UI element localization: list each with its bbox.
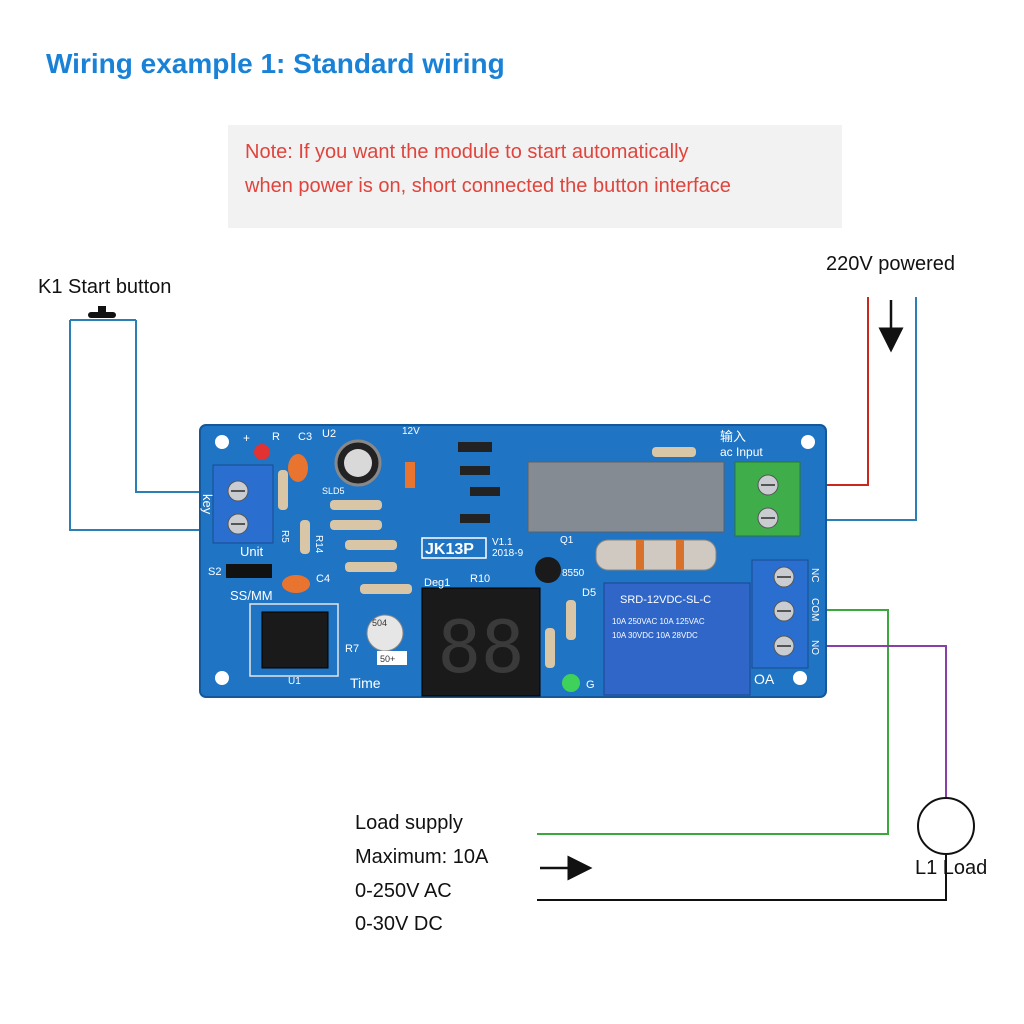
led-green (562, 674, 580, 692)
push-button-icon (88, 312, 116, 318)
capacitor-c4 (282, 575, 310, 593)
relay: SRD-12VDC-SL-C 10A 250VAC 10A 125VAC 10A… (603, 582, 751, 696)
silk-r7: R7 (345, 643, 359, 655)
transistor-q1 (535, 557, 561, 583)
k1-start-button-label: K1 Start button (38, 276, 172, 298)
silk-u1: U1 (288, 676, 301, 687)
key-terminal (212, 464, 274, 544)
silk-s2: S2 (208, 566, 221, 578)
mount-hole (215, 671, 229, 685)
resistor-array (278, 447, 696, 668)
load-label: L1 Load (915, 857, 988, 879)
silk-unit: Unit (240, 544, 264, 559)
note-box: Note: If you want the module to start au… (228, 125, 842, 228)
silk-12v: 12V (402, 426, 420, 437)
relay-spec-2: 10A 30VDC 10A 28VDC (612, 631, 698, 640)
ac-range-label: 0-250V AC (355, 880, 452, 902)
power-module (527, 461, 725, 533)
board-version: V1.1 (492, 537, 513, 548)
led-red (254, 444, 270, 460)
display-digits: 88 (438, 605, 525, 689)
mount-hole (801, 435, 815, 449)
mode-jumper (226, 564, 272, 578)
silk-time: Time (350, 675, 381, 691)
silk-pot: 504 (372, 618, 387, 628)
ac-input-terminal (734, 461, 801, 537)
silk-ssmm: SS/MM (230, 588, 273, 603)
power-label: 220V powered (826, 253, 955, 275)
silk-r5: R5 (279, 530, 290, 543)
led-display: 88 (421, 587, 541, 697)
relay-model: SRD-12VDC-SL-C (620, 594, 711, 606)
silk-oa: OA (754, 671, 775, 687)
silk-u2: U2 (322, 428, 336, 440)
wire-no (790, 645, 947, 798)
dc-range-label: 0-30V DC (355, 913, 443, 935)
silk-nc: NC (809, 568, 820, 582)
silk-8550: 8550 (562, 568, 585, 579)
silk-plus: + (243, 431, 250, 445)
wire-key-2 (69, 320, 234, 531)
silk-ac-input: ac Input (720, 445, 763, 459)
lamp-load-icon (917, 797, 975, 855)
silk-r14: R14 (313, 535, 324, 554)
power-resistor (595, 539, 717, 571)
silk-no: NO (809, 640, 820, 655)
relay-module-board: SRD-12VDC-SL-C 10A 250VAC 10A 125VAC 10A… (199, 424, 827, 698)
silk-pot50: 50+ (380, 654, 395, 664)
mount-hole (793, 671, 807, 685)
load-wires (537, 609, 975, 901)
page-title: Wiring example 1: Standard wiring (46, 48, 505, 79)
silk-c4: C4 (316, 573, 330, 585)
board-date: 2018-9 (492, 548, 524, 559)
note-line-1: Note: If you want the module to start au… (245, 141, 689, 163)
max-current-label: Maximum: 10A (355, 846, 489, 868)
relay-spec-1: 10A 250VAC 10A 125VAC (612, 617, 705, 626)
silk-deg1: Deg1 (424, 577, 450, 589)
silk-sld5: SLD5 (322, 486, 345, 496)
silk-r10: R10 (470, 573, 490, 585)
diode-array (405, 442, 500, 523)
silk-key: key (200, 494, 215, 515)
silk-c3: C3 (298, 431, 312, 443)
silk-d5: D5 (582, 587, 596, 599)
load-supply-label: Load supply (355, 812, 463, 834)
relay-output-terminal (751, 559, 809, 669)
capacitor-c3 (288, 454, 308, 482)
silk-com: COM (809, 598, 820, 621)
wire-load-return (537, 854, 947, 901)
silk-input-cn: 输入 (720, 429, 746, 444)
ic-chip (249, 603, 339, 677)
silk-q1: Q1 (560, 535, 574, 546)
silk-g: G (586, 679, 595, 691)
silk-r: R (272, 431, 280, 443)
board-model: JK13P (425, 541, 474, 558)
note-line-2: when power is on, short connected the bu… (245, 175, 731, 197)
mount-hole (215, 435, 229, 449)
wire-com (537, 609, 889, 835)
